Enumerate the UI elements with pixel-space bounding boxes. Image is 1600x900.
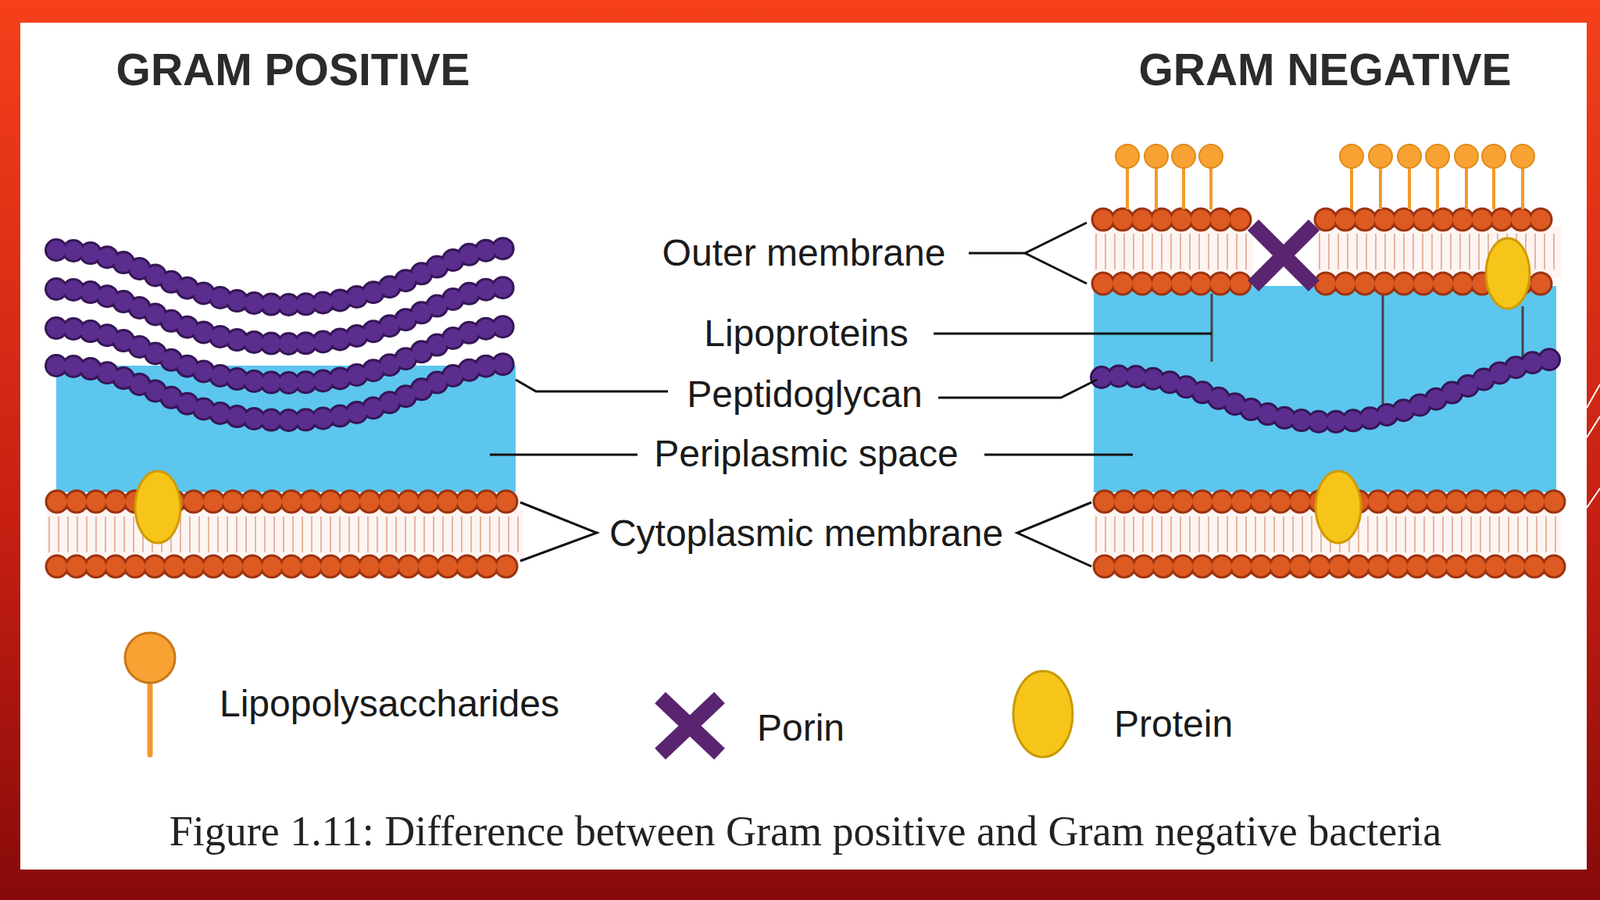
panel-heading: GRAM POSITIVE (116, 47, 471, 93)
protein (135, 471, 181, 543)
cytoplasmic-membrane (46, 501, 524, 567)
part-label: Lipoproteins (703, 314, 909, 353)
peptidoglycan-layer (1101, 359, 1551, 422)
protein (1315, 471, 1361, 543)
panel-heading: GRAM NEGATIVE (1138, 47, 1511, 93)
peptidoglycan-layers (56, 248, 507, 421)
legend-lps-symbol (125, 632, 175, 755)
part-label: Peptidoglycan (686, 375, 923, 414)
protein (1485, 238, 1530, 309)
lipopolysaccharides (1115, 144, 1535, 210)
legend-porin-symbol (660, 697, 720, 754)
legend-text: Lipopolysaccharides (219, 685, 560, 723)
periplasmic-space (1093, 285, 1557, 493)
part-label: Outer membrane (662, 234, 947, 272)
legend-text: Porin (757, 709, 845, 747)
part-label: Cytoplasmic membrane (609, 514, 1004, 553)
legend-protein-symbol (1013, 671, 1073, 758)
porin (1253, 225, 1315, 286)
white-panel (20, 22, 1587, 870)
slide-decor (1586, 384, 1600, 508)
figure-caption: Figure 1.11: Difference between Gram pos… (169, 810, 1442, 853)
part-label: Periplasmic space (653, 435, 958, 473)
leader-lines (489, 222, 1212, 567)
legend-text: Protein (1114, 705, 1233, 743)
